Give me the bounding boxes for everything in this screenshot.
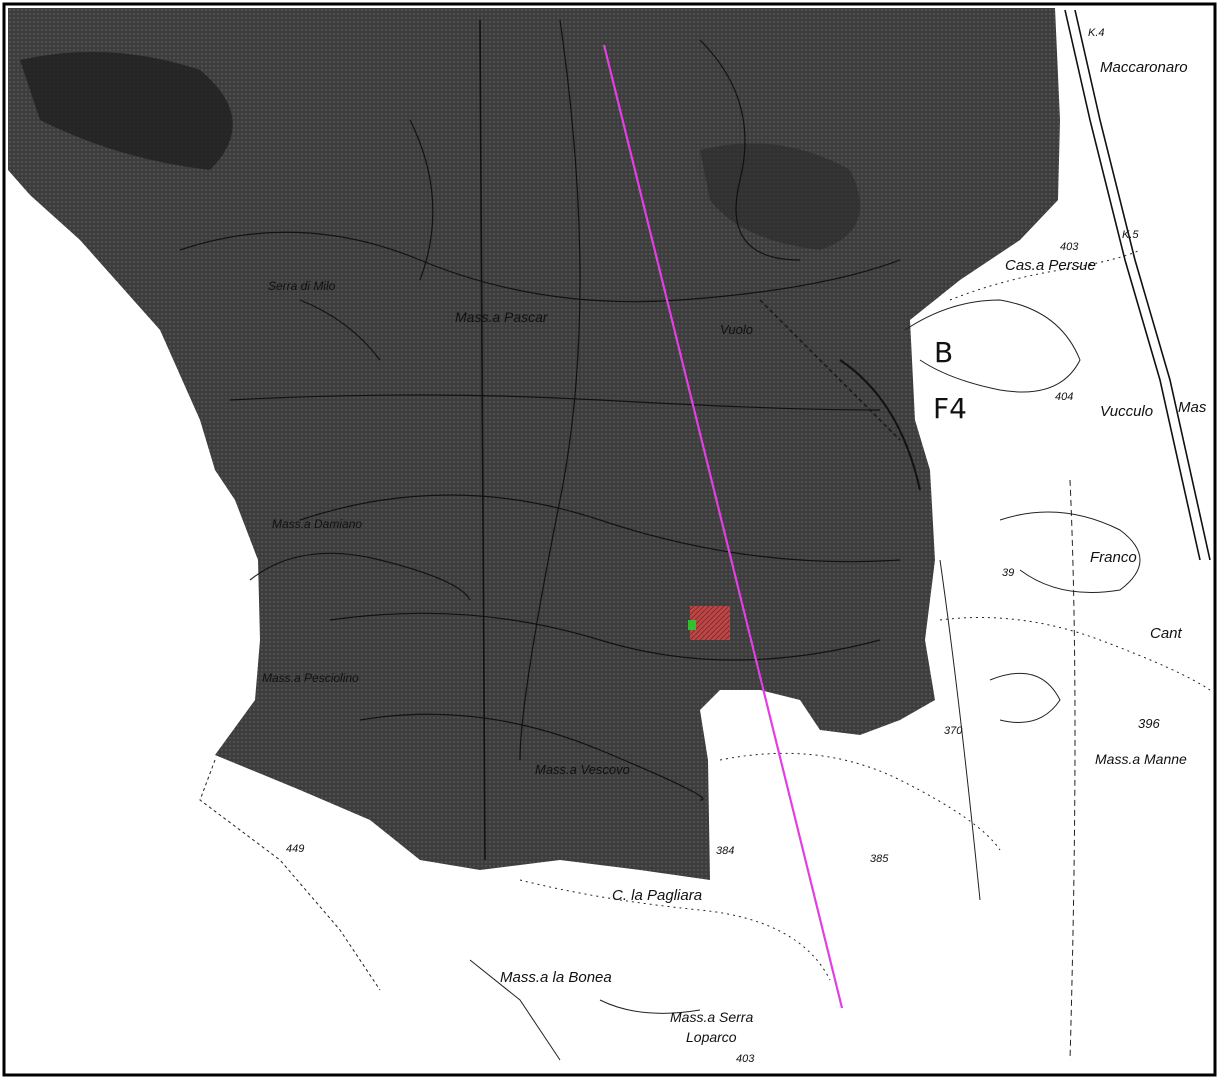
label-f4: F4 (933, 392, 967, 425)
label-384: 384 (716, 845, 734, 857)
label-c-pagliara: C. la Pagliara (612, 887, 702, 904)
label-403: 403 (1060, 241, 1079, 253)
label-cant: Cant (1150, 625, 1183, 642)
label-mas: Mas (1178, 399, 1207, 416)
label-vucculo: Vucculo (1100, 403, 1153, 420)
site-area (690, 606, 730, 640)
label-maccaronaro: Maccaronaro (1100, 59, 1188, 76)
label-mass-bonea: Mass.a la Bonea (500, 969, 612, 986)
contour-lines (179, 19, 921, 861)
label-mass-pascar: Mass.a Pascar (455, 309, 549, 325)
label-casa-persue: Cas.a Persue (1005, 257, 1096, 274)
label-loparco: Loparco (686, 1029, 737, 1045)
label-370: 370 (944, 725, 963, 737)
map-labels: Maccaronaro K.4 K.5 Cas.a Persue 403 B F… (262, 27, 1207, 1065)
label-396: 396 (1138, 716, 1160, 731)
label-mass-damiano: Mass.a Damiano (272, 517, 362, 531)
dark-patch (700, 143, 860, 250)
label-vuolo: Vuolo (720, 322, 753, 337)
label-pesciolino: Mass.a Pesciolino (262, 671, 359, 685)
label-serra-milo: Serra di Milo (268, 279, 336, 293)
label-mass-manne: Mass.a Manne (1095, 751, 1187, 767)
label-mass-serra: Mass.a Serra (670, 1009, 753, 1025)
site-marker (688, 620, 696, 630)
label-k5: K.5 (1122, 229, 1139, 241)
label-385: 385 (870, 853, 889, 865)
label-k4: K.4 (1088, 27, 1105, 39)
label-403b: 403 (736, 1053, 755, 1065)
main-road (1064, 9, 1211, 561)
label-39: 39 (1002, 567, 1014, 579)
dark-patch (20, 52, 233, 170)
label-449: 449 (286, 843, 304, 855)
label-b: B (934, 336, 953, 369)
label-mass-vescovo: Mass.a Vescovo (535, 762, 630, 777)
label-franco: Franco (1090, 549, 1137, 566)
label-404: 404 (1055, 391, 1073, 403)
profile-line (602, 44, 844, 1009)
white-area-lines (199, 249, 1211, 1061)
